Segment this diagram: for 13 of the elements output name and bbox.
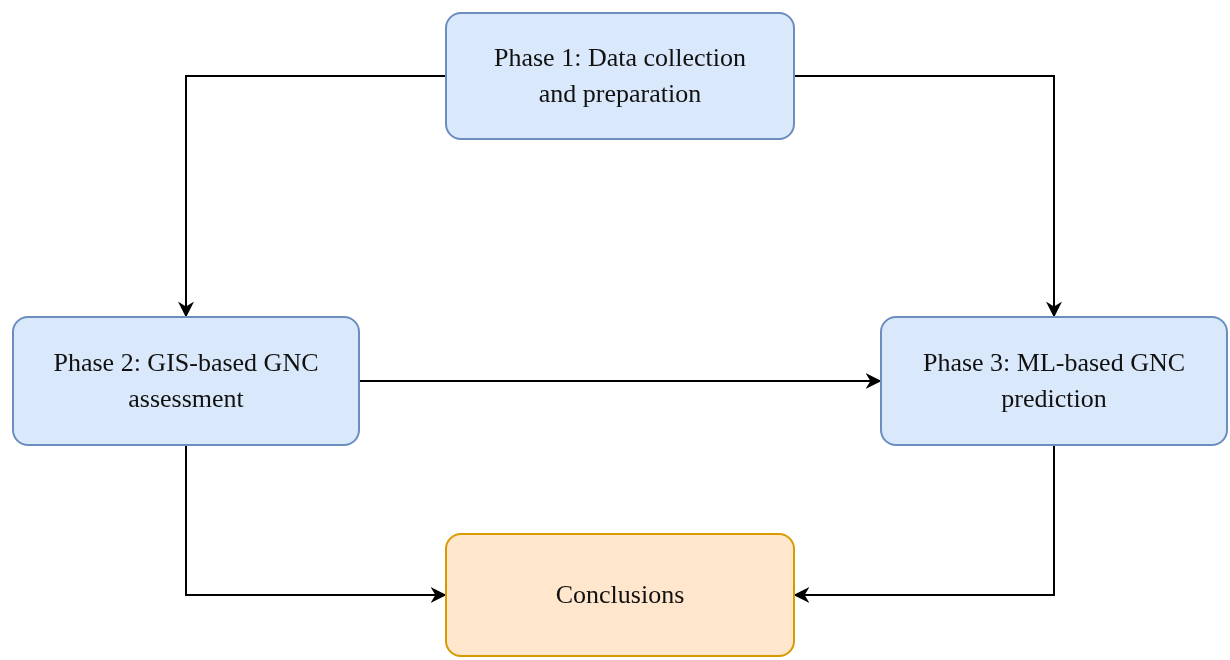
box-label: Phase 1: Data collection and preparation [493,42,747,110]
box-label: Phase 2: GIS-based GNC assessment [52,347,320,415]
box-label: Conclusions [555,579,685,611]
process-box [445,533,795,657]
process-box [445,12,795,140]
arrow [794,75,1062,318]
process-box [880,316,1228,446]
arrow [359,373,882,389]
arrow [178,75,446,318]
arrow [793,445,1055,603]
process-box [12,316,360,446]
arrow [185,445,447,603]
box-label: Phase 3: ML-based GNC prediction [921,347,1187,415]
